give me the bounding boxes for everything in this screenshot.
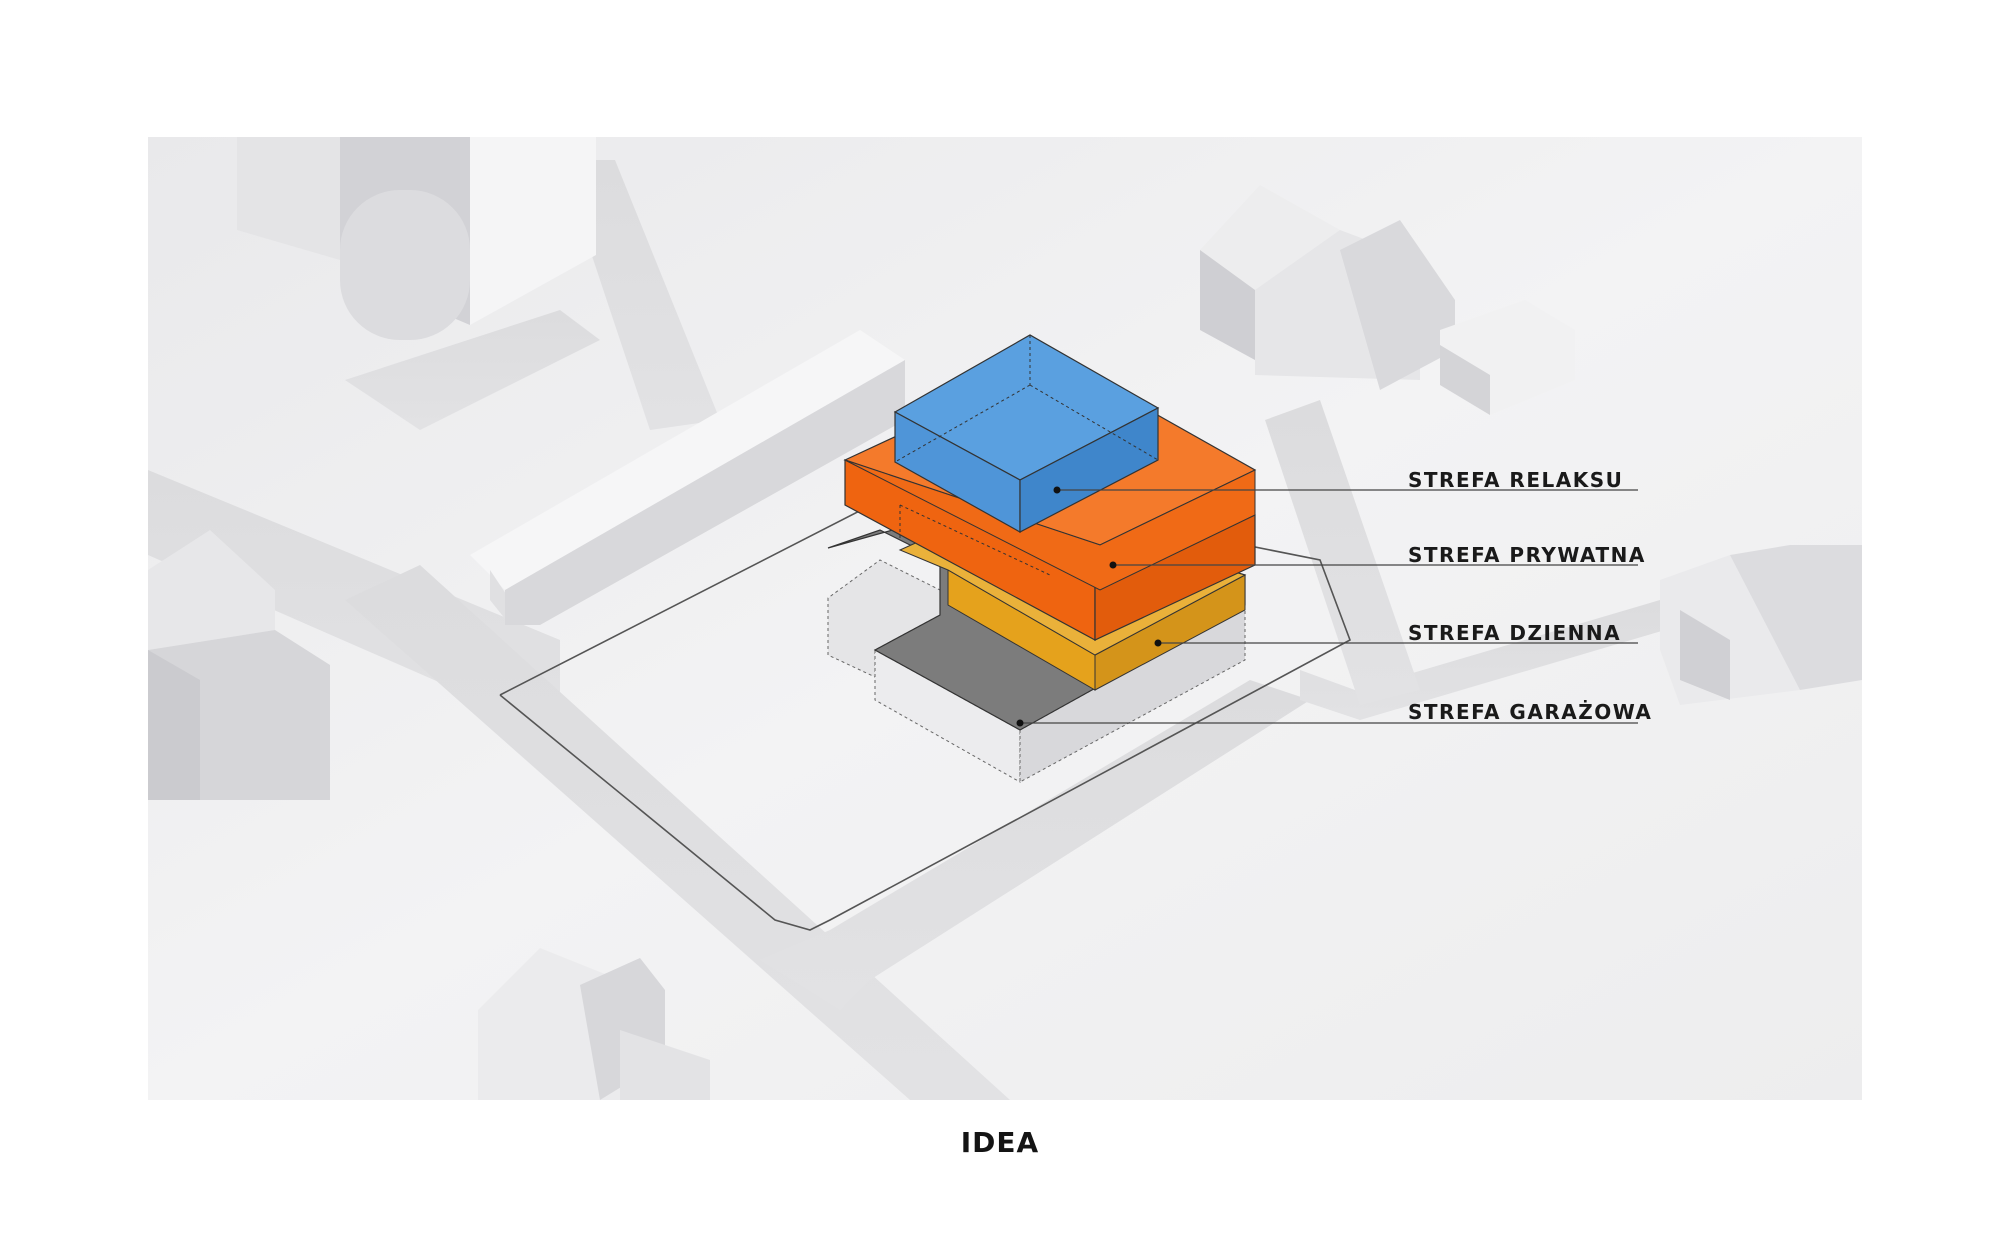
zone-label-garazowa: STREFA GARAŻOWA [1408,700,1653,724]
leader-dot-dzienna [1154,639,1162,647]
leader-dot-prywatna [1109,561,1117,569]
diagram-caption: IDEA [960,1126,1040,1159]
leader-dot-relaksu [1053,486,1061,494]
zone-label-prywatna: STREFA PRYWATNA [1408,543,1646,567]
zone-label-relaksu: STREFA RELAKSU [1408,468,1624,492]
roads [148,160,1665,1100]
neighbor-buildings [148,137,1862,1100]
leader-lines [1016,486,1638,727]
zone-relaksu-volume [893,334,1160,534]
leader-dot-garazowa [1016,719,1024,727]
zone-label-dzienna: STREFA DZIENNA [1408,621,1622,645]
